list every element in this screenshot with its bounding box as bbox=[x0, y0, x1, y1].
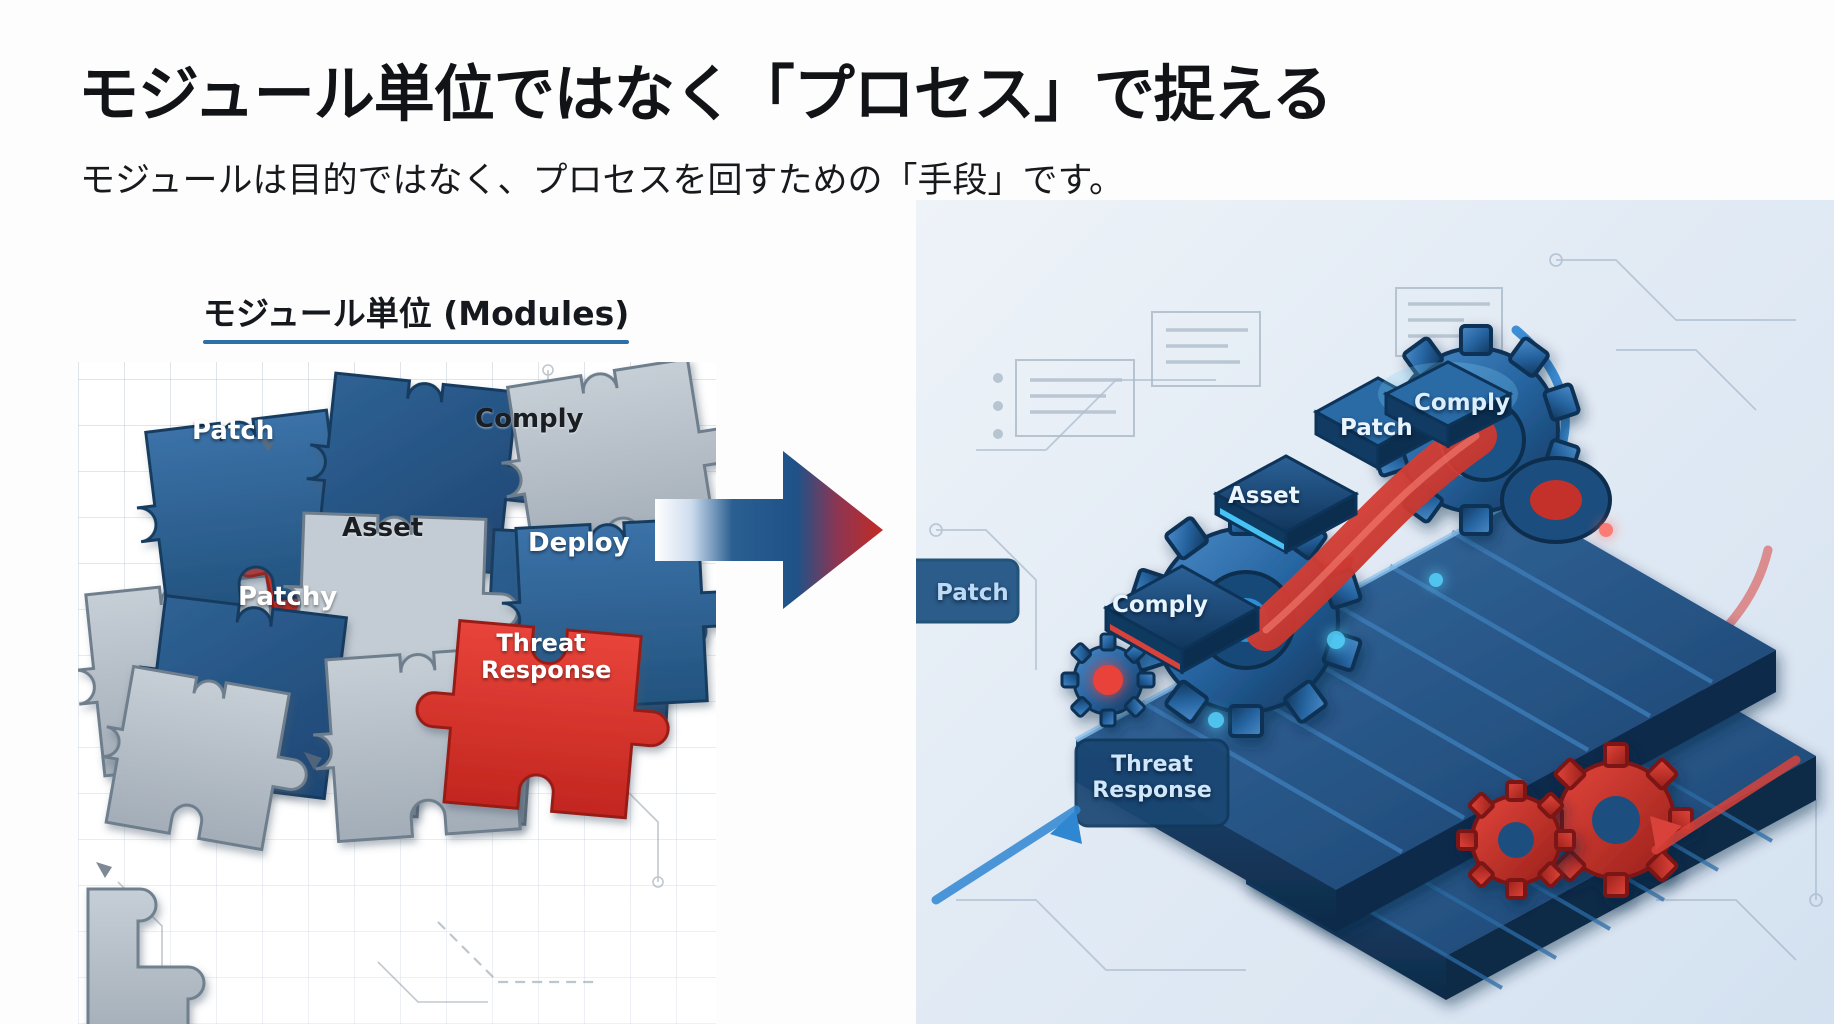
puzzle-scatter-svg bbox=[78, 362, 716, 1024]
transition-arrow bbox=[655, 443, 885, 618]
modules-illustration: Patch Comply Asset Deploy Patchy Threat … bbox=[78, 362, 716, 1024]
conveyor-pipeline-svg bbox=[916, 253, 1823, 1000]
left-panel-heading: モジュール単位 (Modules) bbox=[203, 287, 630, 344]
process-illustration: Patch Comply Asset Comply Patch Threat R… bbox=[916, 200, 1834, 1024]
right-arrow-icon bbox=[655, 451, 883, 609]
page-subtitle: モジュールは目的ではなく、プロセスを回すための「手段」です。 bbox=[80, 161, 1125, 201]
page-title: モジュール単位ではなく「プロセス」で捉える bbox=[78, 59, 1333, 130]
